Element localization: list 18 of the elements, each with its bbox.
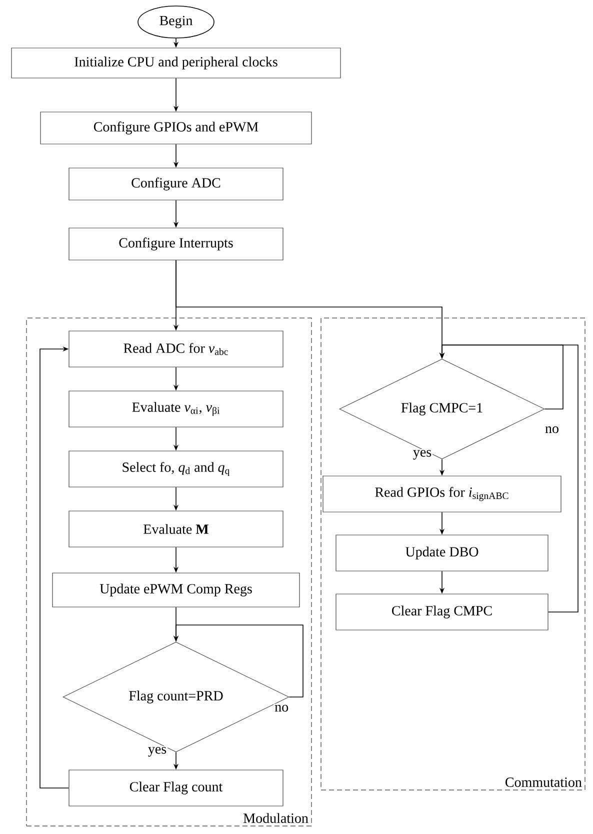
- process-box: Read ADC for v$_{abc}$: [68, 330, 284, 368]
- process-box: Configure Interrupts: [68, 228, 284, 260]
- process-box: Evaluate M: [68, 510, 284, 548]
- process-box: Configure ADC: [68, 168, 284, 200]
- process-box: Update ePWM Comp Regs: [52, 572, 300, 608]
- process-box: Read GPIOs for i$_{signABC}$: [322, 476, 562, 512]
- process-box: Update DBO: [336, 534, 548, 572]
- edge-label: yes: [146, 746, 168, 758]
- process-box: Evaluate v$_{αi}$, v$_{βi}$: [68, 390, 284, 428]
- edge-label: no: [544, 425, 560, 434]
- edge-label: no: [274, 704, 290, 713]
- edge-label: yes: [412, 448, 433, 461]
- process-box: Clear Flag count: [68, 770, 284, 806]
- process-box: Initialize CPU and peripheral clocks: [11, 48, 341, 78]
- process-box: Configure GPIOs and ePWM: [40, 112, 312, 144]
- process-box: Select fo, q$_{d}$ and q$_{q}$: [68, 450, 284, 488]
- arrow: [40, 346, 70, 788]
- process-box: Clear Flag CMPC: [336, 594, 548, 630]
